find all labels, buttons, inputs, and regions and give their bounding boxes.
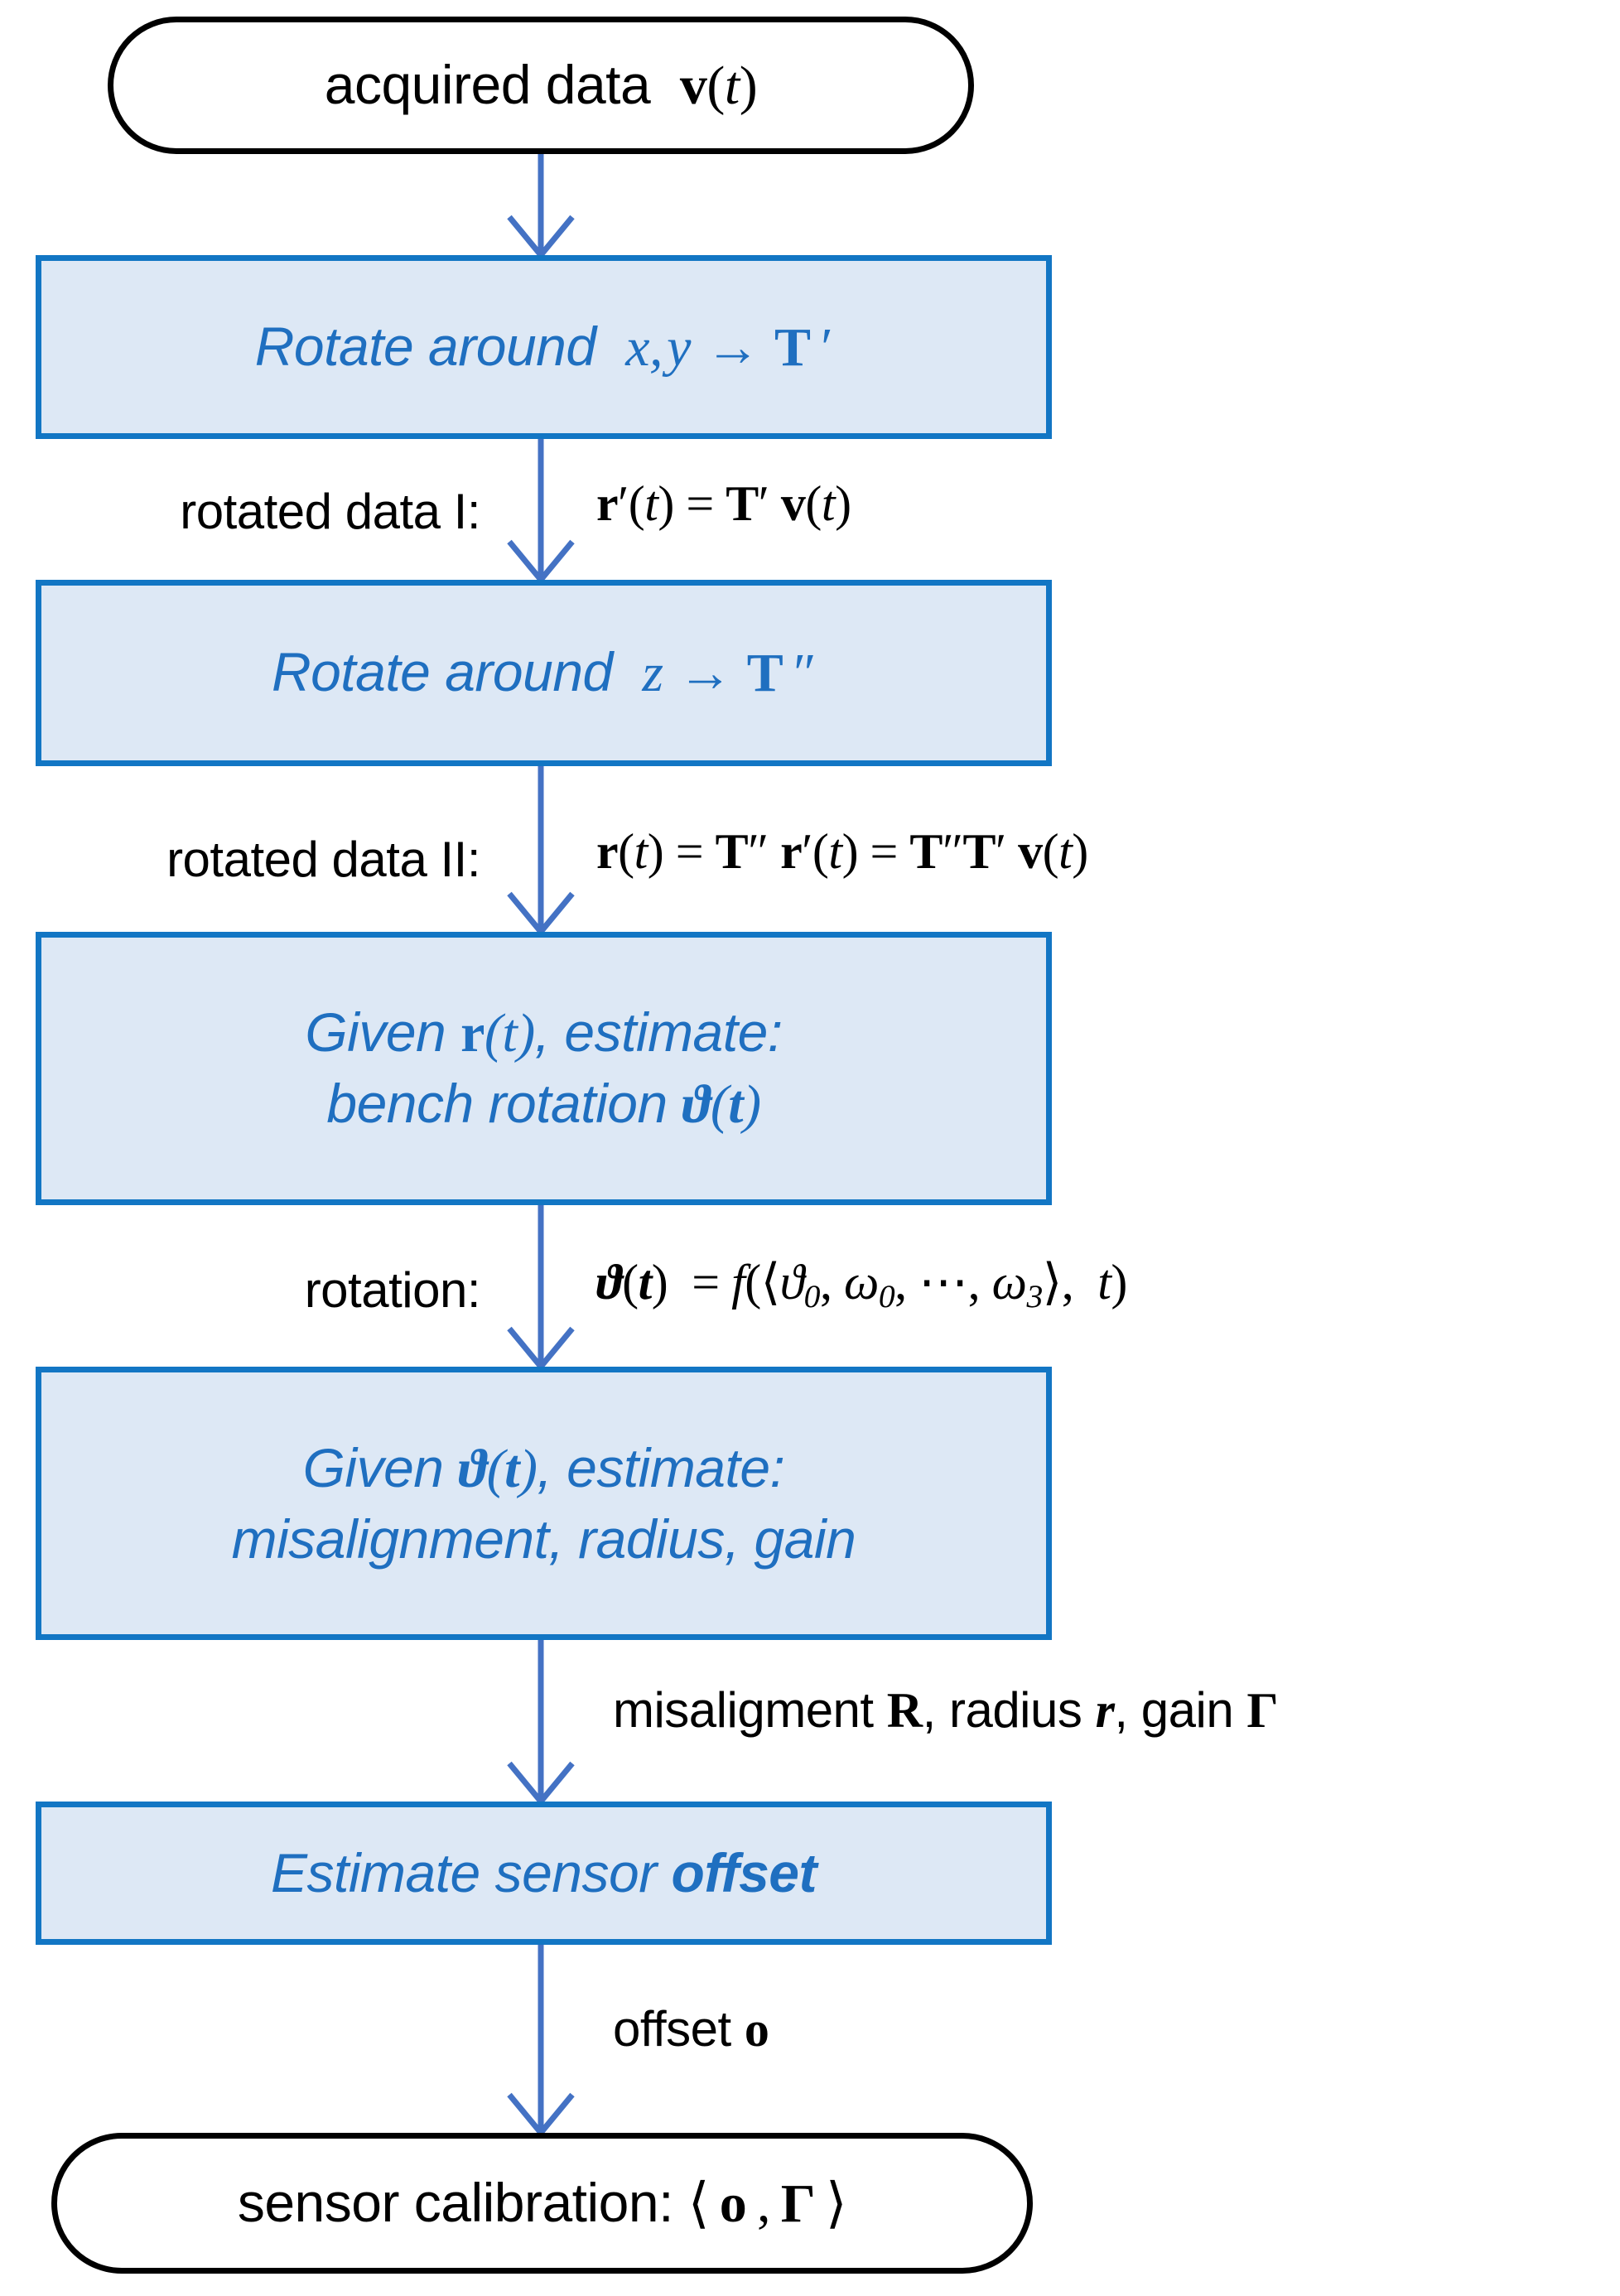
node-acquired-data-label: acquired data v(t) [324,54,758,116]
node-estimate-bench-rotation[interactable]: Given r(t), estimate: bench rotation ϑ(t… [36,932,1052,1205]
edge-label-rotation-formula: ϑ(t) = f(⟨ϑ0, ω0, ⋯, ω3⟩, t) [596,1255,1127,1314]
edge-label-2-text: rotated data II: [166,832,480,887]
arrow-3-head [507,891,575,937]
node-estimate-bench-rotation-line-2: bench rotation ϑ(t) [326,1073,761,1135]
edge-label-3-text: rotation: [304,1262,481,1318]
node-rotate-xy[interactable]: Rotate around x, y → T ′ [36,255,1052,439]
edge-label-rotated-data-1-name: rotated data I: [17,487,480,537]
arrow-2-head [507,539,575,585]
edge-label-misalignment-formula: misaligment R, radius r, gain Γ [613,1682,1279,1738]
node-estimate-offset-label: Estimate sensor offset [270,1842,817,1904]
node-estimate-offset[interactable]: Estimate sensor offset [36,1802,1052,1945]
node-estimate-bench-rotation-line-1: Given r(t), estimate: [305,1001,783,1064]
node-rotate-z[interactable]: Rotate around z → T ″ [36,580,1052,766]
edge-label-rotated-data-2-formula: r(t) = T″ r′(t) = T″T′ v(t) [596,824,1088,879]
arrow-1-head [507,215,575,260]
edge-label-rotated-data-1-formula: r′(t) = T′ v(t) [596,476,851,531]
node-estimate-misalignment-line-1: Given ϑ(t), estimate: [302,1436,785,1499]
node-estimate-bench-rotation-lines: Given r(t), estimate: bench rotation ϑ(t… [41,997,1046,1141]
edge-label-rotation-name: rotation: [17,1266,481,1315]
node-estimate-misalignment-line-2: misalignment, radius, gain [231,1508,856,1570]
node-sensor-calibration-label: sensor calibration: ⟨ o , Γ ⟩ [237,2172,847,2234]
node-sensor-calibration[interactable]: sensor calibration: ⟨ o , Γ ⟩ [51,2133,1033,2274]
edge-label-offset-formula: offset o [613,2001,769,2057]
node-rotate-xy-label: Rotate around x, y → T ′ [254,315,833,378]
node-acquired-data[interactable]: acquired data v(t) [108,17,974,154]
arrow-6-head [507,2092,575,2138]
edge-label-1-text: rotated data I: [180,484,480,539]
node-estimate-misalignment[interactable]: Given ϑ(t), estimate: misalignment, radi… [36,1367,1052,1640]
arrow-4-head [507,1326,575,1372]
node-rotate-z-label: Rotate around z → T ″ [271,641,817,704]
node-estimate-misalignment-lines: Given ϑ(t), estimate: misalignment, radi… [41,1433,1046,1575]
edge-label-rotated-data-2-name: rotated data II: [17,835,480,885]
arrow-5-head [507,1761,575,1806]
